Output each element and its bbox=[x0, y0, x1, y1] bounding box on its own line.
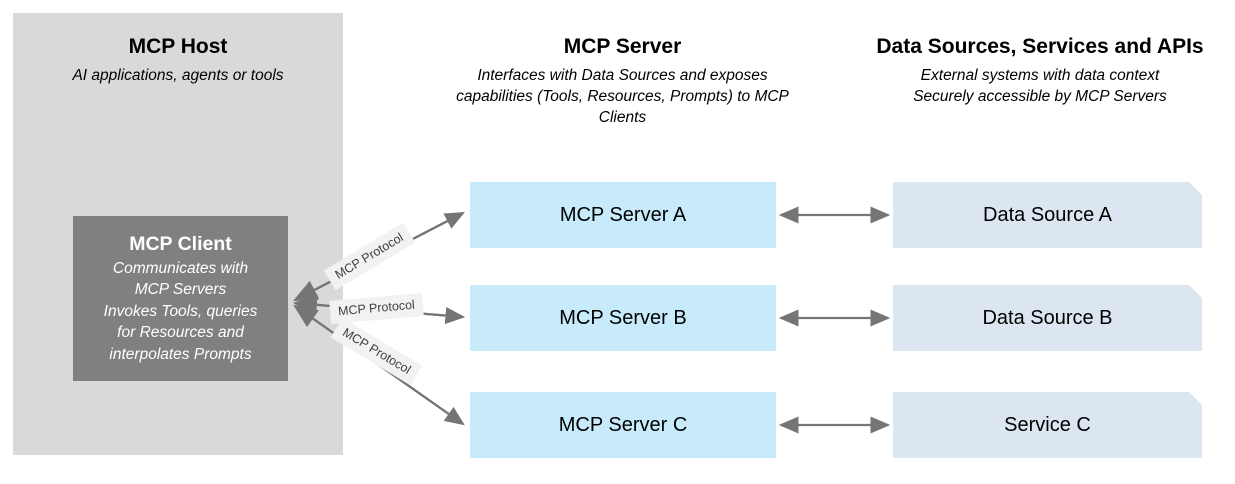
column-heading-host: MCP Host AI applications, agents or tool… bbox=[13, 34, 343, 86]
mcp-client-box[interactable]: MCP Client Communicates with MCP Servers… bbox=[73, 216, 288, 381]
data-sources-subtitle: External systems with data context Secur… bbox=[860, 65, 1220, 107]
server-title: MCP Server bbox=[563, 35, 682, 58]
data-sources-subtitle-line2: Securely accessible by MCP Servers bbox=[913, 88, 1167, 105]
mcp-server-a-box[interactable]: MCP Server A bbox=[470, 182, 776, 248]
column-heading-server: MCP Server Interfaces with Data Sources … bbox=[450, 34, 795, 128]
mcp-client-description: Communicates with MCP Servers Invokes To… bbox=[104, 258, 258, 366]
mcp-client-description-line5: interpolates Prompts bbox=[109, 345, 252, 363]
protocol-label-server-c: MCP Protocol bbox=[330, 317, 423, 386]
mcp-client-description-line3: Invokes Tools, queries bbox=[103, 302, 258, 320]
column-heading-data-sources: Data Sources, Services and APIs External… bbox=[860, 34, 1220, 107]
mcp-server-b-box[interactable]: MCP Server B bbox=[470, 285, 776, 351]
data-source-b-box[interactable]: Data Source B bbox=[893, 285, 1202, 351]
mcp-client-description-line1: Communicates with bbox=[112, 259, 249, 277]
data-source-a-box[interactable]: Data Source A bbox=[893, 182, 1202, 248]
data-sources-subtitle-line1: External systems with data context bbox=[920, 67, 1160, 84]
host-subtitle: AI applications, agents or tools bbox=[72, 67, 284, 84]
mcp-client-description-line2: MCP Servers bbox=[134, 281, 227, 299]
service-c-box[interactable]: Service C bbox=[893, 392, 1202, 458]
data-sources-title: Data Sources, Services and APIs bbox=[876, 35, 1204, 58]
mcp-client-title: MCP Client bbox=[129, 232, 232, 255]
mcp-client-description-line4: for Resources and bbox=[117, 324, 244, 342]
server-subtitle: Interfaces with Data Sources and exposes… bbox=[456, 67, 789, 126]
host-title: MCP Host bbox=[128, 35, 228, 58]
mcp-server-c-box[interactable]: MCP Server C bbox=[470, 392, 776, 458]
